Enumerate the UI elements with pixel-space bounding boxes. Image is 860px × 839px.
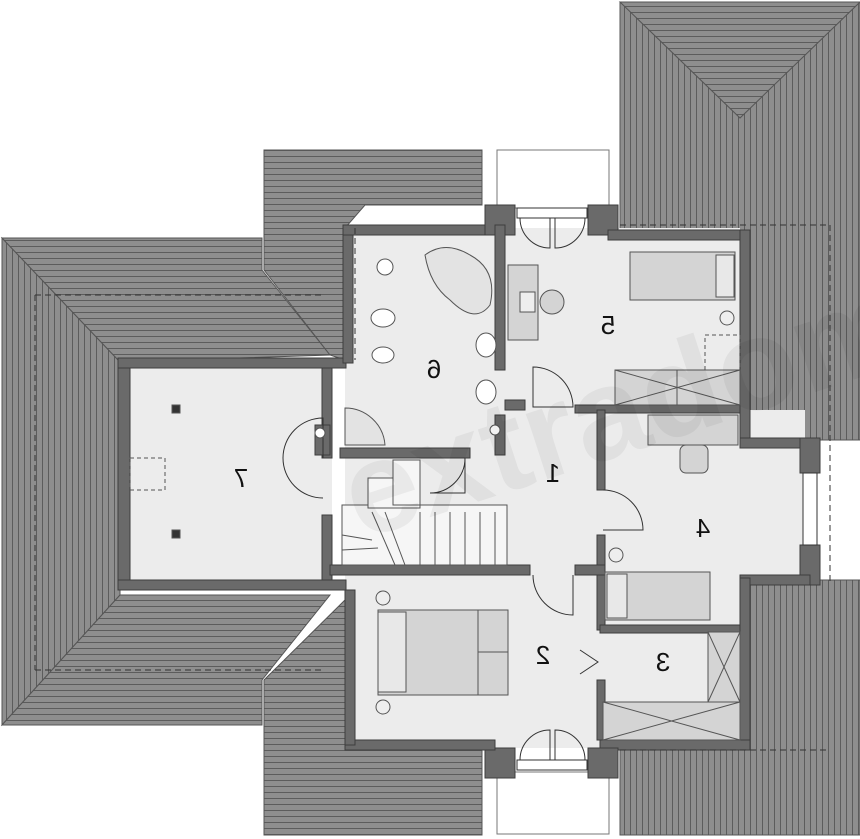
room-number-1: 1 — [546, 458, 560, 488]
shower — [344, 407, 386, 446]
bathroom-fixture — [376, 258, 394, 276]
room-number-7: 7 — [234, 463, 248, 493]
roof-outline — [34, 224, 831, 751]
openings — [282, 207, 818, 771]
room-number-6: 6 — [427, 354, 441, 384]
room-labels: 1 2 3 4 5 6 7 — [234, 310, 710, 677]
room-number-5: 5 — [601, 310, 615, 340]
roof-left-top — [0, 237, 332, 363]
balcony-top — [496, 149, 610, 209]
sink-2 — [475, 379, 497, 405]
roof-left-bottom — [0, 594, 332, 726]
bidet — [371, 346, 395, 364]
toilet — [370, 308, 396, 328]
roof-top-right-hip — [618, 1, 860, 119]
bathtub — [424, 247, 493, 315]
room-number-3: 3 — [656, 647, 670, 677]
room-number-4: 4 — [696, 513, 710, 543]
furniture — [129, 247, 741, 741]
room-number-2: 2 — [536, 640, 550, 670]
staircase — [341, 459, 508, 566]
sink-1 — [475, 332, 497, 358]
balcony-bottom — [496, 771, 610, 835]
